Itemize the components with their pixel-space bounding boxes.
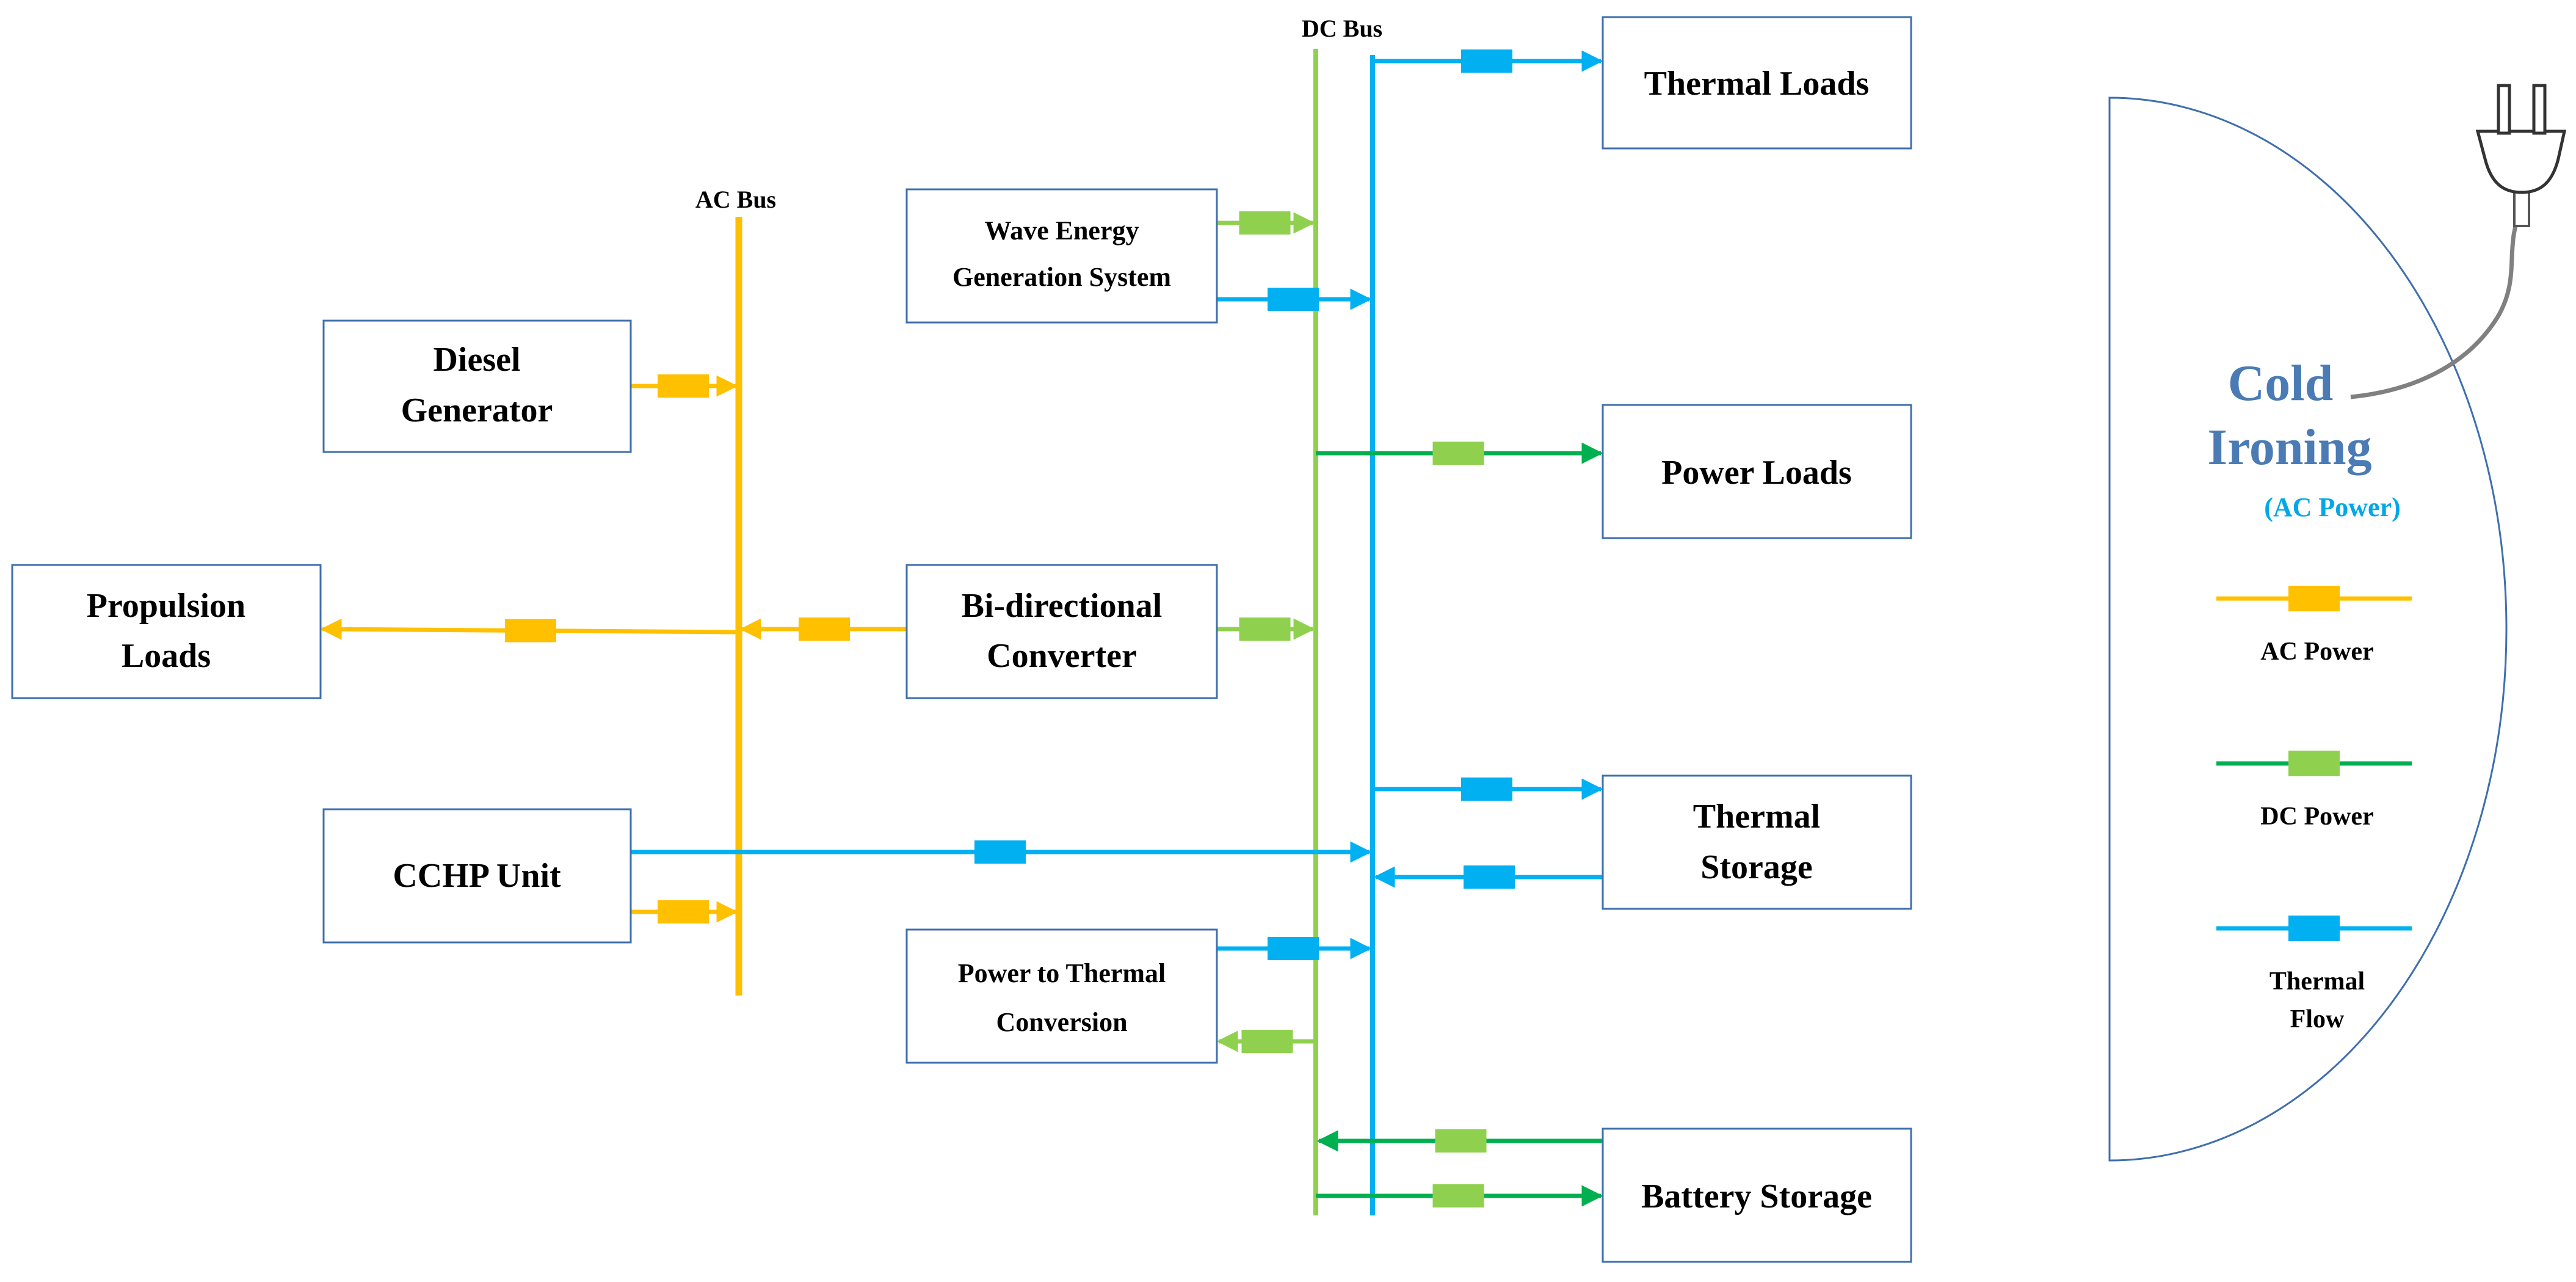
wave-dc-to-dc-bus bbox=[1217, 211, 1315, 235]
cold-ironing-panel: Cold Ironing (AC Power) AC Power DC Power… bbox=[2108, 84, 2567, 1162]
cchp-ac-to-ac-bus bbox=[631, 900, 738, 923]
legend-item-ac: AC Power bbox=[2216, 586, 2412, 666]
bus-to-thermal-storage-marker bbox=[1461, 778, 1512, 801]
bidirectional-converter-label-2: Converter bbox=[987, 637, 1137, 675]
cold-ironing-title-2: Ironing bbox=[2207, 419, 2371, 476]
bus-to-thermal-loads bbox=[1373, 49, 1603, 73]
thermal-storage-to-bus-marker bbox=[1464, 865, 1515, 889]
cold-ironing-subtitle: (AC Power) bbox=[2264, 492, 2401, 522]
converter-dc-to-dc-bus bbox=[1217, 617, 1315, 641]
thermal-loads-label: Thermal Loads bbox=[1644, 65, 1870, 103]
ac-bus-to-propulsion-marker bbox=[505, 619, 556, 643]
wave-thermal-to-bus-marker bbox=[1268, 288, 1319, 311]
battery-to-dc-bus bbox=[1316, 1129, 1603, 1153]
legend-label-thermal-1: Thermal bbox=[2269, 967, 2365, 996]
ac-bus-to-propulsion bbox=[320, 618, 739, 643]
dc-bus-to-battery-marker bbox=[1432, 1184, 1484, 1207]
diesel-to-ac-bus-marker bbox=[658, 374, 709, 398]
battery-storage-label: Battery Storage bbox=[1641, 1178, 1872, 1215]
converter-dc-to-dc-bus-marker bbox=[1239, 617, 1291, 641]
power-loads-label: Power Loads bbox=[1661, 454, 1852, 492]
dc-bus-to-p2t-marker bbox=[1241, 1030, 1293, 1053]
cchp-thermal-to-bus-marker bbox=[974, 840, 1026, 864]
thermal-storage-block[interactable]: Thermal Storage bbox=[1602, 774, 1912, 910]
power-plug-icon bbox=[2350, 84, 2567, 399]
thermal-storage-label-2: Storage bbox=[1700, 848, 1813, 886]
bus-to-thermal-loads-marker bbox=[1461, 49, 1512, 73]
power-to-thermal-block[interactable]: Power to Thermal Conversion bbox=[905, 928, 1218, 1064]
p2t-thermal-to-bus bbox=[1217, 937, 1372, 960]
propulsion-loads-label-2: Loads bbox=[122, 637, 211, 675]
propulsion-loads-block[interactable]: Propulsion Loads bbox=[11, 564, 322, 699]
propulsion-loads-label-1: Propulsion bbox=[87, 587, 245, 625]
thermal-storage-to-bus bbox=[1373, 865, 1603, 889]
bidirectional-converter-label-1: Bi-directional bbox=[962, 587, 1163, 625]
dc-bus-label: DC Bus bbox=[1302, 15, 1382, 42]
legend-swatch-dc bbox=[2288, 751, 2340, 776]
cchp-thermal-to-bus bbox=[631, 840, 1372, 864]
diesel-generator-label-1: Diesel bbox=[433, 341, 520, 379]
dc-bus-to-battery bbox=[1316, 1184, 1603, 1207]
legend-swatch-ac bbox=[2288, 586, 2340, 611]
wave-dc-to-dc-bus-marker bbox=[1239, 211, 1291, 235]
p2t-thermal-to-bus-marker bbox=[1268, 937, 1319, 960]
legend-swatch-thermal bbox=[2288, 916, 2340, 941]
ac-bus-label: AC Bus bbox=[695, 186, 776, 213]
converter-to-ac-bus-marker bbox=[799, 617, 850, 641]
battery-to-dc-bus-marker bbox=[1435, 1129, 1487, 1153]
diesel-to-ac-bus bbox=[631, 374, 738, 398]
cchp-unit-block[interactable]: CCHP Unit bbox=[322, 808, 632, 944]
bus-to-thermal-storage bbox=[1373, 778, 1603, 801]
diesel-generator-block[interactable]: Diesel Generator bbox=[322, 319, 632, 453]
power-to-thermal-label-2: Conversion bbox=[996, 1007, 1127, 1037]
battery-storage-block[interactable]: Battery Storage bbox=[1602, 1127, 1912, 1263]
dc-bus-to-power-loads bbox=[1316, 442, 1603, 465]
power-loads-block[interactable]: Power Loads bbox=[1602, 404, 1912, 539]
cold-ironing-outline bbox=[2108, 97, 2508, 1162]
cold-ironing-title-1: Cold bbox=[2228, 355, 2334, 412]
wave-energy-label-1: Wave Energy bbox=[985, 216, 1139, 246]
converter-to-ac-bus bbox=[739, 617, 907, 641]
cchp-unit-label: CCHP Unit bbox=[393, 857, 561, 895]
bidirectional-converter-block[interactable]: Bi-directional Converter bbox=[905, 564, 1218, 699]
thermal-loads-block[interactable]: Thermal Loads bbox=[1602, 16, 1912, 150]
dc-bus-to-p2t bbox=[1216, 1030, 1316, 1053]
diesel-generator-label-2: Generator bbox=[401, 392, 553, 429]
wave-thermal-to-bus bbox=[1217, 288, 1372, 311]
power-to-thermal-label-1: Power to Thermal bbox=[958, 958, 1166, 988]
legend-item-dc: DC Power bbox=[2216, 751, 2412, 831]
thermal-storage-label-1: Thermal bbox=[1693, 798, 1820, 836]
dc-bus-to-power-loads-marker bbox=[1432, 442, 1484, 465]
flow-connectors bbox=[320, 49, 1603, 1207]
legend-label-ac: AC Power bbox=[2260, 638, 2373, 666]
legend-label-thermal-2: Flow bbox=[2290, 1005, 2345, 1033]
cchp-ac-to-ac-bus-marker bbox=[658, 900, 709, 923]
wave-energy-label-2: Generation System bbox=[952, 262, 1171, 292]
legend-label-dc: DC Power bbox=[2260, 803, 2373, 831]
wave-energy-block[interactable]: Wave Energy Generation System bbox=[905, 188, 1218, 324]
